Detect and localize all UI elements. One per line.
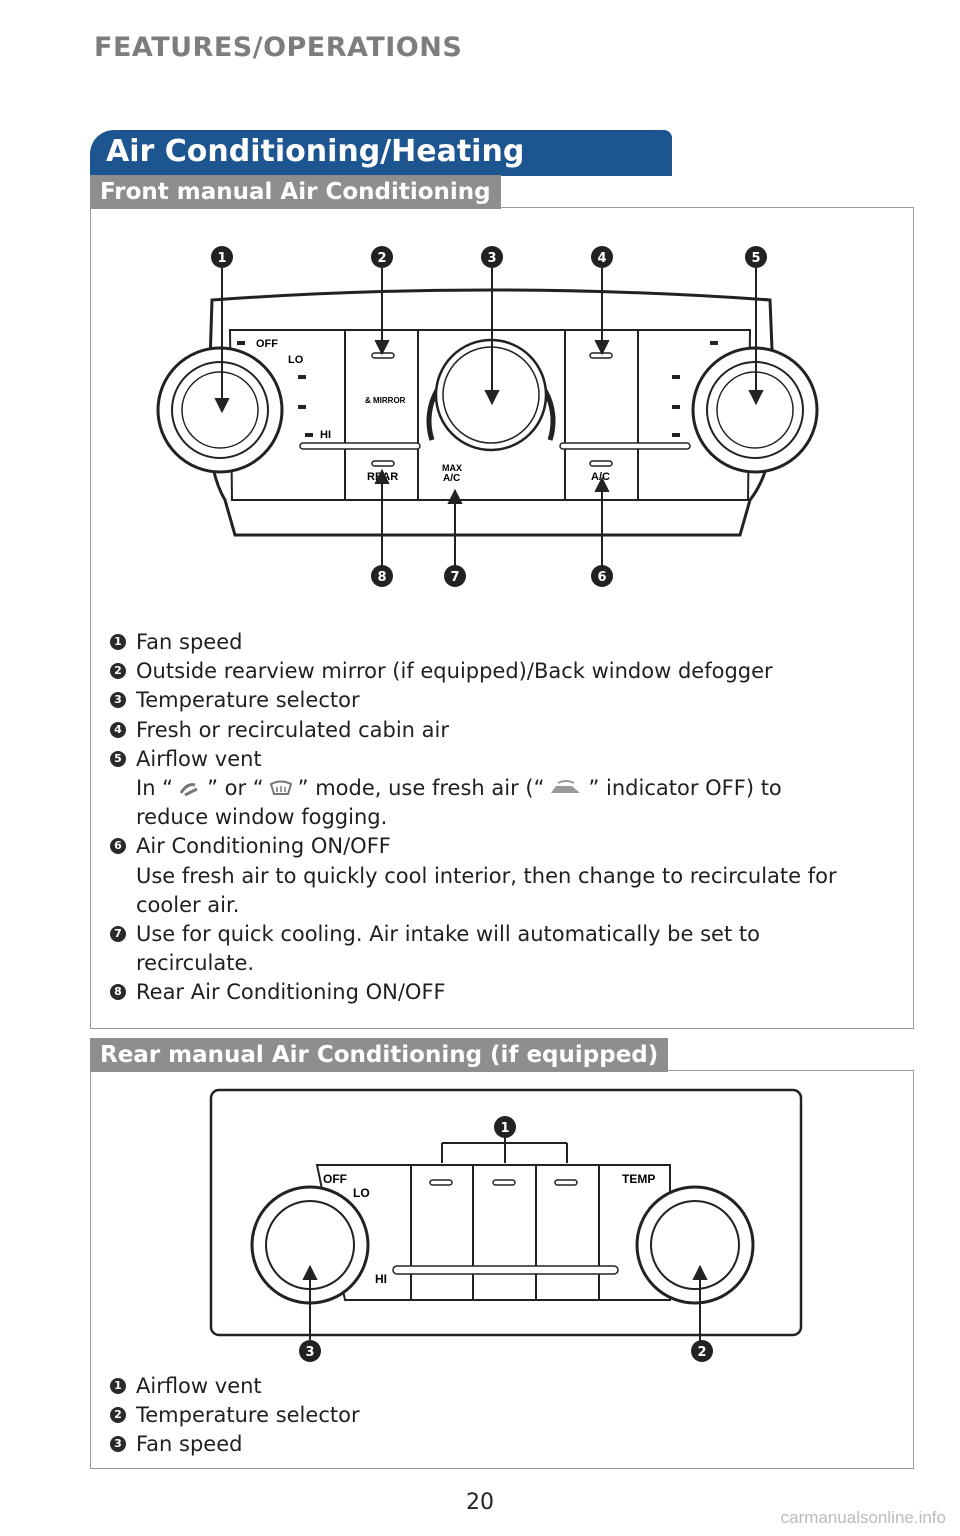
callout-4: 4 bbox=[597, 251, 606, 266]
section-header: FEATURES/OPERATIONS bbox=[0, 0, 960, 80]
airflow-note: In “” or “” mode, use fresh air (“” indi… bbox=[136, 776, 782, 830]
off-label: OFF bbox=[256, 338, 278, 350]
lo-label: LO bbox=[353, 1186, 370, 1200]
legend-line: cooler air. bbox=[136, 892, 240, 917]
fan-speed-knob[interactable] bbox=[156, 346, 284, 474]
fan-speed-knob[interactable] bbox=[250, 1185, 370, 1305]
mirror-label: & MIRROR bbox=[365, 396, 406, 405]
callout-6: 6 bbox=[597, 570, 606, 585]
callout-3: 3 bbox=[305, 1345, 314, 1360]
max-ac-label: A/C bbox=[443, 473, 460, 484]
callout-2: 2 bbox=[697, 1345, 706, 1360]
recirculate-air-icon bbox=[551, 780, 581, 794]
callout-2: 2 bbox=[377, 251, 386, 266]
page-number: 20 bbox=[466, 1490, 494, 1515]
watermark: carmanualsonline.info bbox=[780, 1508, 946, 1527]
hi-label: HI bbox=[320, 429, 331, 441]
callout-3: 3 bbox=[487, 251, 496, 266]
front-subheading: Front manual Air Conditioning bbox=[90, 175, 501, 209]
off-label: OFF bbox=[323, 1172, 347, 1186]
legend-line: Use fresh air to quickly cool interior, … bbox=[136, 863, 837, 888]
callout-8: 8 bbox=[377, 570, 386, 585]
main-title-bar: Air Conditioning/Heating bbox=[90, 130, 672, 176]
rear-control-panel-diagram: OFF LO HI TEMP 1 3 2 bbox=[209, 1088, 803, 1362]
legend-line: recirculate. bbox=[136, 951, 255, 976]
defrost-foot-icon bbox=[179, 783, 198, 797]
section-title: FEATURES/OPERATIONS bbox=[94, 32, 463, 63]
windshield-defrost-icon bbox=[269, 780, 292, 796]
max-label: MAX bbox=[442, 463, 462, 473]
page-title: Air Conditioning/Heating bbox=[106, 134, 525, 169]
callout-1: 1 bbox=[217, 251, 226, 266]
callout-1: 1 bbox=[500, 1121, 509, 1136]
temp-label: TEMP bbox=[622, 1172, 655, 1186]
temperature-knob[interactable] bbox=[635, 1185, 755, 1305]
ac-label: A/C bbox=[591, 471, 610, 483]
hi-label: HI bbox=[375, 1272, 387, 1286]
rear-subheading: Rear manual Air Conditioning (if equippe… bbox=[90, 1038, 669, 1072]
lo-label: LO bbox=[288, 354, 304, 366]
callout-7: 7 bbox=[450, 570, 459, 585]
front-control-panel-diagram: OFF LO HI & MIRROR REAR MAX A/C A/C 1 2 … bbox=[156, 246, 819, 587]
callout-5: 5 bbox=[751, 251, 760, 266]
